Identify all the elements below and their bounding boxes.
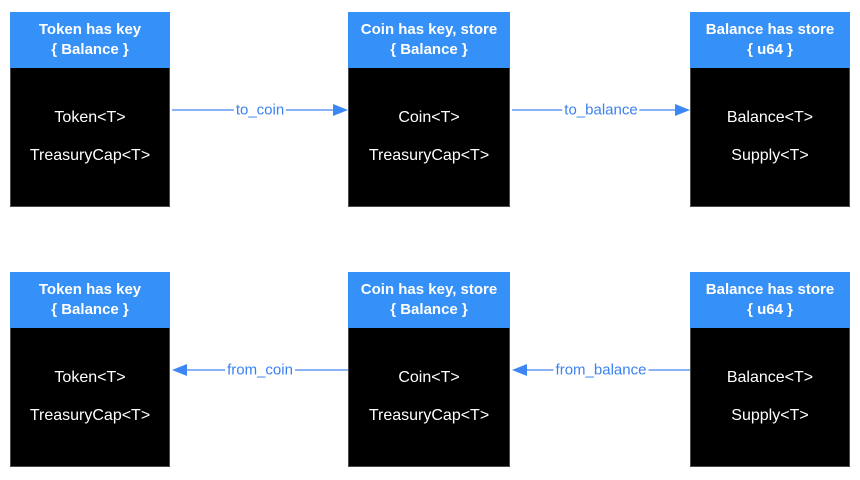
struct-item: TreasuryCap<T> — [368, 407, 490, 424]
box-header: Token has key { Balance } — [10, 272, 170, 328]
arrowhead-left-icon — [172, 364, 187, 376]
struct-item: Balance<T> — [726, 109, 814, 126]
arrow-to-balance: to_balance — [512, 99, 690, 121]
arrow-to-coin: to_coin — [172, 99, 348, 121]
struct-item: Supply<T> — [731, 147, 809, 164]
box-header: Balance has store { u64 } — [690, 12, 850, 68]
struct-box-balance-row1: Balance has store { u64 } Balance<T> Sup… — [690, 12, 850, 207]
box-body: Token<T> TreasuryCap<T> — [10, 328, 170, 467]
struct-item: Balance<T> — [726, 369, 814, 386]
struct-item: Supply<T> — [731, 407, 809, 424]
arrow-label: from_coin — [225, 361, 295, 379]
struct-item: TreasuryCap<T> — [29, 147, 151, 164]
box-header-line2: { Balance } — [51, 41, 129, 58]
box-header-line1: Coin has key, store — [360, 281, 498, 298]
arrowhead-right-icon — [675, 104, 690, 116]
box-header-line2: { u64 } — [747, 41, 793, 58]
struct-item: TreasuryCap<T> — [29, 407, 151, 424]
box-header: Token has key { Balance } — [10, 12, 170, 68]
arrow-from-coin: from_coin — [172, 359, 348, 381]
struct-box-balance-row2: Balance has store { u64 } Balance<T> Sup… — [690, 272, 850, 467]
struct-box-token-row2: Token has key { Balance } Token<T> Treas… — [10, 272, 170, 467]
arrow-label: from_balance — [553, 361, 649, 379]
arrowhead-left-icon — [512, 364, 527, 376]
struct-item: Token<T> — [54, 369, 126, 386]
struct-item: Coin<T> — [398, 109, 460, 126]
struct-item: Coin<T> — [398, 369, 460, 386]
struct-item: Token<T> — [54, 109, 126, 126]
box-body: Balance<T> Supply<T> — [690, 328, 850, 467]
box-header-line2: { Balance } — [51, 301, 129, 318]
box-header-line2: { Balance } — [390, 41, 468, 58]
box-body: Coin<T> TreasuryCap<T> — [348, 328, 510, 467]
box-header-line1: Coin has key, store — [360, 21, 498, 38]
struct-item: TreasuryCap<T> — [368, 147, 490, 164]
struct-box-coin-row2: Coin has key, store { Balance } Coin<T> … — [348, 272, 510, 467]
box-header: Balance has store { u64 } — [690, 272, 850, 328]
box-body: Coin<T> TreasuryCap<T> — [348, 68, 510, 207]
box-header-line1: Balance has store — [705, 21, 835, 38]
box-header-line1: Balance has store — [705, 281, 835, 298]
box-header: Coin has key, store { Balance } — [348, 12, 510, 68]
struct-box-coin-row1: Coin has key, store { Balance } Coin<T> … — [348, 12, 510, 207]
box-header-line2: { Balance } — [390, 301, 468, 318]
box-body: Balance<T> Supply<T> — [690, 68, 850, 207]
box-body: Token<T> TreasuryCap<T> — [10, 68, 170, 207]
arrow-label: to_coin — [233, 101, 287, 119]
arrow-label: to_balance — [562, 101, 640, 119]
box-header: Coin has key, store { Balance } — [348, 272, 510, 328]
arrow-from-balance: from_balance — [512, 359, 690, 381]
box-header-line2: { u64 } — [747, 301, 793, 318]
box-header-line1: Token has key — [38, 281, 142, 298]
arrowhead-right-icon — [333, 104, 348, 116]
struct-box-token-row1: Token has key { Balance } Token<T> Treas… — [10, 12, 170, 207]
box-header-line1: Token has key — [38, 21, 142, 38]
